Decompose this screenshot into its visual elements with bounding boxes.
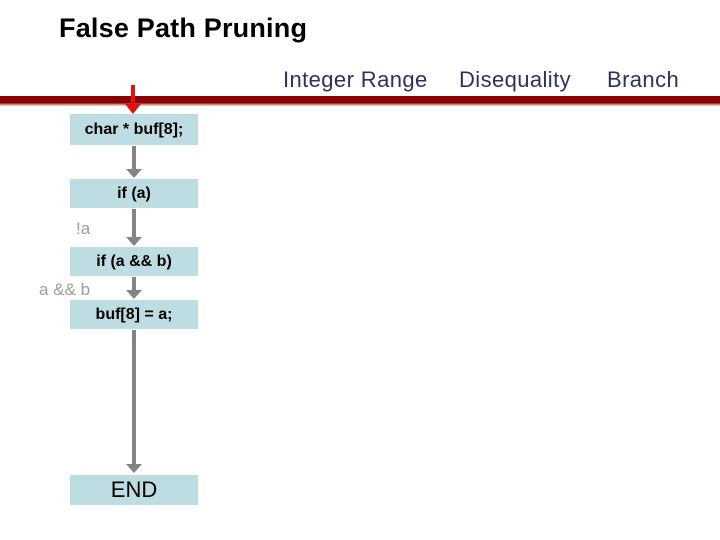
entry-arrow-shaft — [131, 85, 135, 105]
slide-title: False Path Pruning — [59, 13, 308, 43]
flow-node-end: END — [70, 475, 198, 505]
flow-node-declaration: char * buf[8]; — [70, 114, 198, 145]
flow-node-if-a: if (a) — [70, 179, 198, 208]
column-header-integer-range: Integer Range — [283, 67, 428, 92]
column-header-disequality: Disequality — [459, 67, 572, 92]
arrow-shaft — [132, 277, 136, 291]
flow-node-if-a-and-b: if (a && b) — [70, 247, 198, 276]
column-header-branch: Branch — [607, 67, 680, 92]
header-divider-line — [0, 96, 720, 106]
arrow-shaft — [132, 330, 136, 465]
edge-label-a-and-b: a && b — [39, 280, 91, 299]
arrow-shaft — [132, 146, 136, 170]
arrow-shaft — [132, 209, 136, 238]
arrow-head — [126, 464, 142, 473]
edge-label-not-a: !a — [76, 219, 91, 238]
arrow-head — [126, 237, 142, 246]
entry-arrow-head — [125, 104, 141, 114]
arrow-head — [126, 169, 142, 178]
flow-node-assignment: buf[8] = a; — [70, 300, 198, 329]
arrow-head — [126, 290, 142, 299]
